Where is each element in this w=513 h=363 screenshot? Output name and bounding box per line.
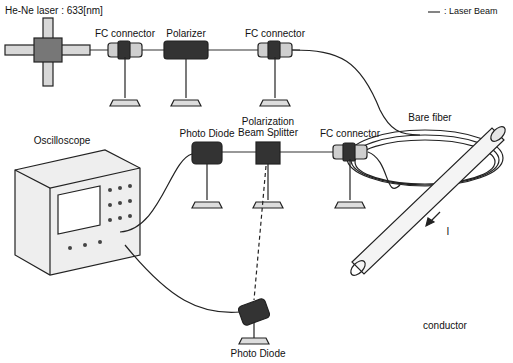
polarizer-label: Polarizer bbox=[166, 28, 205, 39]
photo-diode bbox=[237, 298, 270, 344]
photo-diode bbox=[192, 142, 222, 208]
laser-beam bbox=[222, 151, 340, 152]
photodiode-label: Photo Diode bbox=[230, 348, 285, 359]
fc-connector bbox=[333, 143, 367, 208]
conductor-label: conductor bbox=[423, 320, 467, 331]
connector-label: FC connector bbox=[95, 28, 155, 39]
beam-splitter-label: Polarization Beam Splitter bbox=[233, 116, 303, 138]
signal-cable bbox=[125, 245, 240, 312]
fc-connector bbox=[108, 41, 142, 106]
oscilloscope-label: Oscilloscope bbox=[34, 135, 91, 146]
connector-label: FC connector bbox=[320, 128, 380, 139]
current-label: I bbox=[447, 226, 450, 237]
laser-label: He-Ne laser : 633[nm] bbox=[5, 5, 103, 16]
laser-source bbox=[5, 18, 90, 86]
optical-fiber bbox=[292, 50, 420, 135]
photodiode-label: Photo Diode bbox=[179, 128, 234, 139]
connector-label: FC connector bbox=[245, 28, 305, 39]
signal-cable bbox=[120, 154, 192, 232]
conductor-rod bbox=[348, 124, 508, 278]
polarization-beam-splitter bbox=[253, 142, 283, 208]
fiber-label: Bare fiber bbox=[408, 112, 451, 123]
oscilloscope bbox=[15, 150, 140, 275]
polarizer bbox=[164, 41, 208, 106]
fc-connector bbox=[258, 41, 292, 106]
legend-text: : Laser Beam bbox=[444, 6, 498, 16]
legend-line-sample bbox=[428, 11, 440, 12]
optical-fiber bbox=[368, 152, 400, 188]
laser-beam bbox=[254, 166, 266, 300]
